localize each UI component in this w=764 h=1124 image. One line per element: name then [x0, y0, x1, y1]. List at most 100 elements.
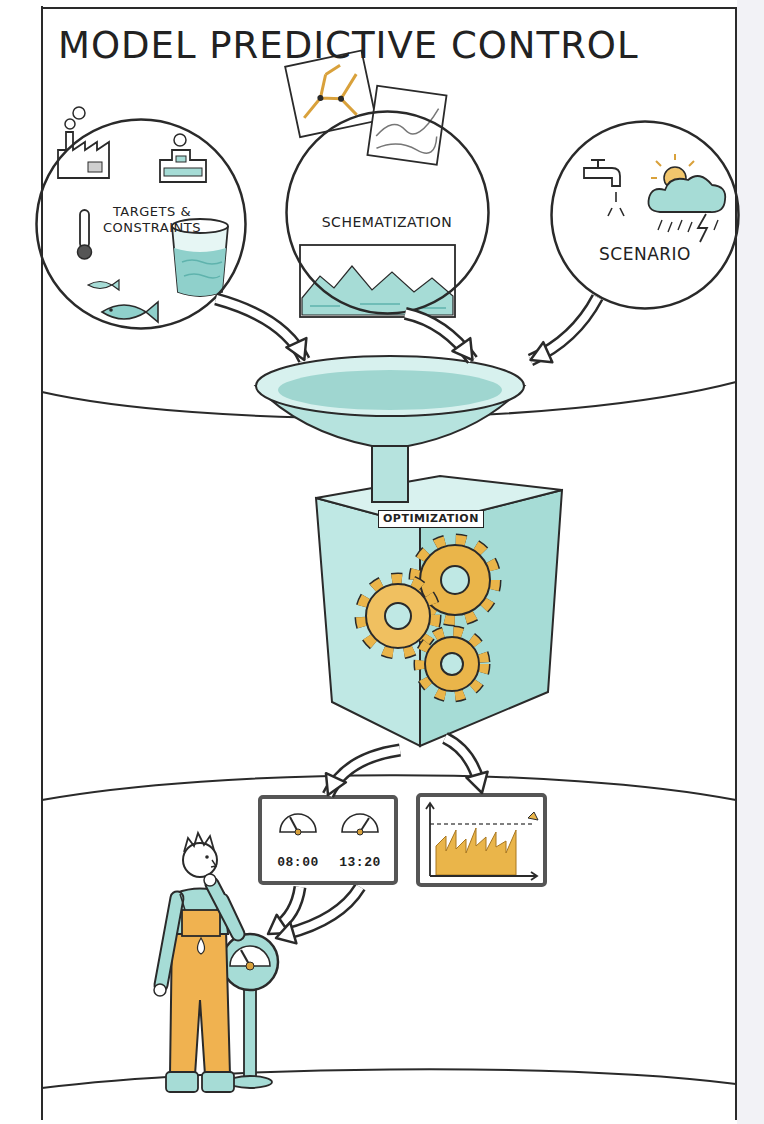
gear-hole — [441, 566, 469, 594]
operator-head — [183, 843, 217, 877]
arrow-shaft — [216, 299, 304, 360]
node-circle — [287, 112, 489, 314]
node-outline-layer — [258, 795, 398, 885]
thermometer-bulb — [78, 245, 92, 259]
building-window — [176, 156, 186, 162]
gear-teeth — [420, 632, 484, 696]
node-label: TARGETS & CONSTRAINTS — [92, 204, 212, 237]
gear-hole — [385, 603, 411, 629]
arrow-outline — [531, 297, 598, 360]
network-junction — [337, 95, 344, 102]
operator-boot — [202, 1072, 234, 1092]
node-label: OPTIMIZATION — [378, 510, 484, 528]
arrow-head — [531, 342, 553, 362]
arrow-outline — [328, 750, 400, 795]
building-icon — [160, 150, 206, 182]
chart-bars — [436, 828, 516, 875]
flow-arrow-head — [276, 922, 296, 943]
water-drip — [608, 192, 624, 216]
fish-icon — [88, 280, 119, 290]
thermometer-icon — [80, 210, 89, 248]
gear-body — [366, 584, 430, 648]
time-label: 13:20 — [335, 855, 385, 871]
arrow-head — [286, 338, 306, 360]
operator-hair — [184, 833, 214, 852]
gauge-housing — [222, 934, 278, 990]
operator-arm — [161, 898, 177, 985]
map-contour — [375, 100, 441, 156]
smoke-puff — [65, 119, 75, 129]
input-circle: SCHEMATIZATION — [285, 110, 490, 315]
gauge-hub — [246, 962, 254, 970]
chart-threshold — [430, 823, 532, 825]
gear-teeth — [420, 632, 484, 696]
arrow-shaft — [531, 297, 598, 360]
landscape-picture — [300, 245, 455, 317]
node-label: SCHEMATIZATION — [292, 214, 482, 232]
operator-nose — [211, 860, 216, 867]
overalls-bib — [182, 910, 220, 936]
gauge-pole — [244, 985, 256, 1080]
operator-arm-outline — [161, 898, 177, 985]
operator-eye — [205, 855, 209, 859]
operator-arm-outline — [212, 884, 238, 934]
building-window — [164, 168, 202, 176]
smoke-puff — [73, 107, 85, 119]
node-outline-layer — [550, 120, 740, 310]
dial-hub — [357, 829, 363, 835]
flow-arrow — [286, 887, 360, 934]
arrow-head — [326, 773, 346, 795]
node-circle — [552, 122, 739, 309]
panel-background — [258, 795, 398, 885]
network-junction — [317, 94, 324, 101]
rain-streak — [658, 220, 718, 232]
chart-axes — [426, 803, 537, 880]
flow-arrow — [531, 297, 598, 362]
chart-marker — [528, 812, 538, 820]
funnel-mouth — [278, 370, 502, 410]
water-glass — [172, 226, 228, 296]
operator-hand — [204, 874, 216, 886]
fish-icon — [102, 305, 146, 319]
gear-hole — [441, 653, 463, 675]
tap-handle — [591, 160, 605, 168]
flow-arrow — [216, 299, 306, 360]
input-circle: SCENARIO — [550, 120, 740, 310]
fish-eye — [109, 308, 113, 312]
fish-tail — [146, 302, 158, 322]
arrow-outline — [216, 299, 304, 360]
flow-arrow-head — [466, 772, 487, 793]
arrow-shaft — [405, 313, 472, 360]
operator-hand — [154, 984, 166, 996]
water-drop-logo — [198, 938, 205, 954]
water-wave — [182, 260, 222, 278]
arrow-head — [452, 338, 472, 360]
paper-sheet — [367, 86, 446, 165]
cloud-icon — [648, 176, 725, 212]
gear-body — [425, 637, 479, 691]
factory-window — [88, 162, 102, 172]
flow-arrow — [326, 750, 400, 795]
glass-water — [174, 248, 226, 296]
node-label: SCENARIO — [575, 244, 715, 265]
schedule-panel: 08:0013:20 — [258, 795, 398, 885]
operator-arm — [212, 884, 238, 934]
chart-panel — [418, 795, 545, 885]
funnel-neck — [372, 446, 408, 502]
optimization-block: OPTIMIZATION — [255, 360, 545, 750]
flow-arrow — [405, 313, 472, 360]
operator-boot — [166, 1072, 198, 1092]
input-circle: TARGETS & CONSTRAINTS — [35, 118, 247, 330]
arrow-shaft — [328, 750, 400, 795]
node-circle — [37, 120, 246, 329]
funnel-rim — [256, 356, 524, 416]
arrow-outline — [405, 313, 472, 360]
node-frame — [260, 797, 396, 883]
frame-line — [42, 6, 736, 1120]
dial-hub — [295, 829, 301, 835]
diagram-title: MODEL PREDICTIVE CONTROL — [58, 24, 639, 67]
smoke-puff — [174, 134, 186, 146]
